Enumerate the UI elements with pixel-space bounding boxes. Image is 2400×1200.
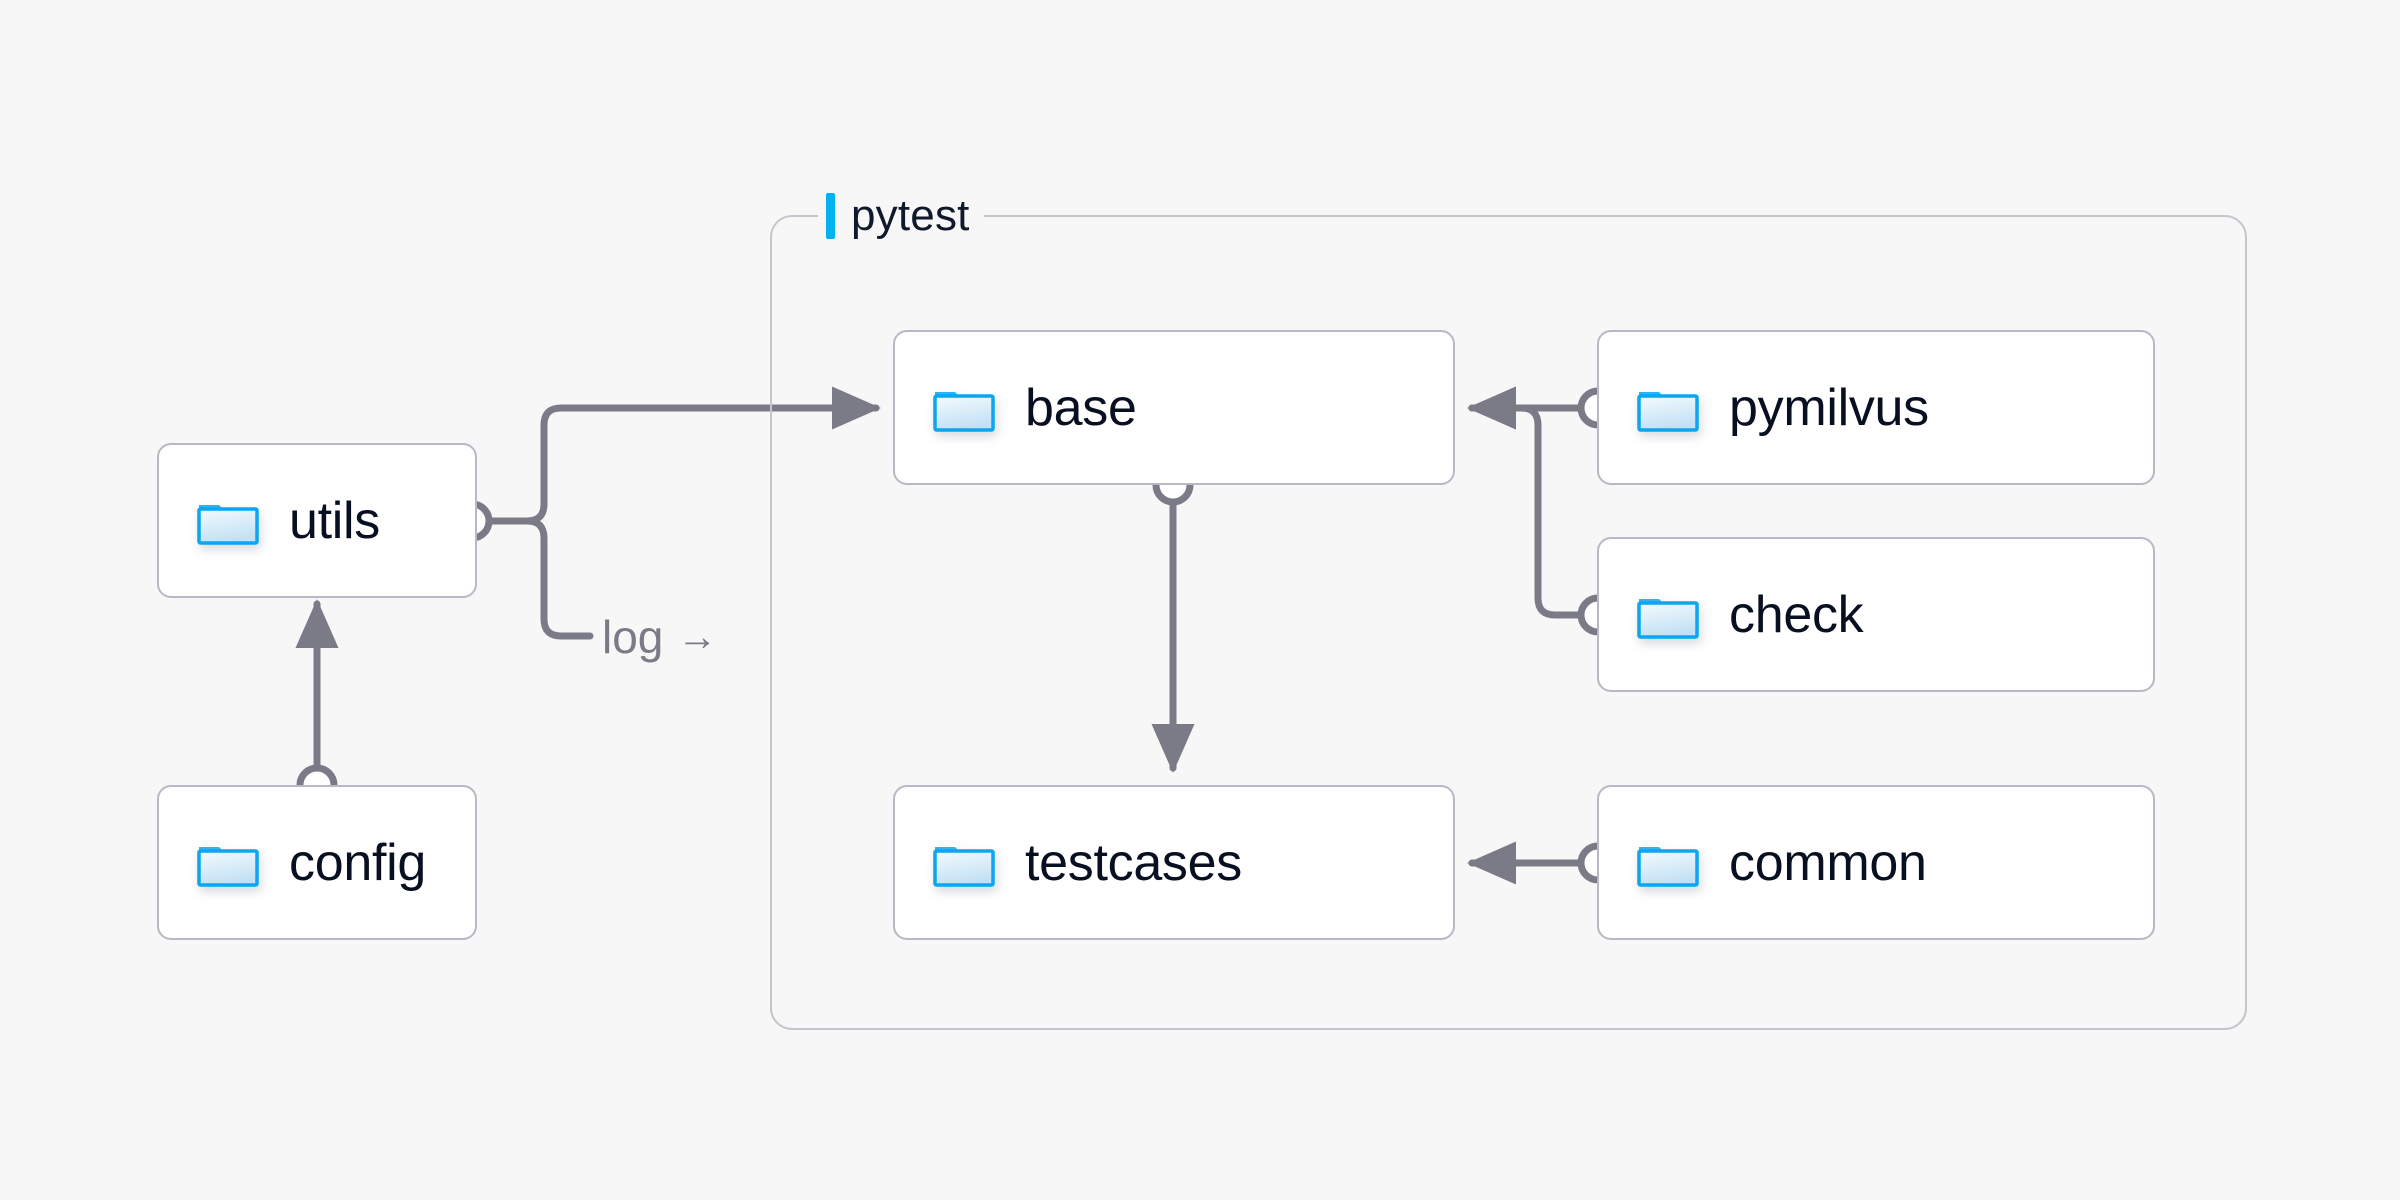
group-accent-bar [826, 193, 835, 239]
arrow-right-icon: → [677, 615, 718, 659]
folder-icon [1637, 590, 1699, 640]
node-config[interactable]: config [157, 785, 477, 940]
node-pymilvus[interactable]: pymilvus [1597, 330, 2155, 485]
pytest-group-label: pytest [818, 188, 984, 244]
node-label: check [1729, 585, 1864, 644]
folder-icon [933, 383, 995, 433]
node-label: testcases [1025, 833, 1242, 892]
edge-utils-to-log [523, 517, 594, 640]
node-testcases[interactable]: testcases [893, 785, 1455, 940]
node-label: config [289, 833, 426, 892]
node-check[interactable]: check [1597, 537, 2155, 692]
node-base[interactable]: base [893, 330, 1455, 485]
node-utils[interactable]: utils [157, 443, 477, 598]
folder-icon [933, 838, 995, 888]
group-label-text: pytest [851, 191, 970, 240]
pytest-group-container [770, 215, 2247, 1030]
folder-icon [197, 496, 259, 546]
node-label: base [1025, 378, 1137, 437]
edge-label-log: log → [602, 610, 717, 664]
node-common[interactable]: common [1597, 785, 2155, 940]
node-label: utils [289, 491, 380, 550]
edge-label-log-text: log [602, 611, 664, 663]
node-label: pymilvus [1729, 378, 1929, 437]
folder-icon [1637, 838, 1699, 888]
folder-icon [1637, 383, 1699, 433]
node-label: common [1729, 833, 1927, 892]
folder-icon [197, 838, 259, 888]
